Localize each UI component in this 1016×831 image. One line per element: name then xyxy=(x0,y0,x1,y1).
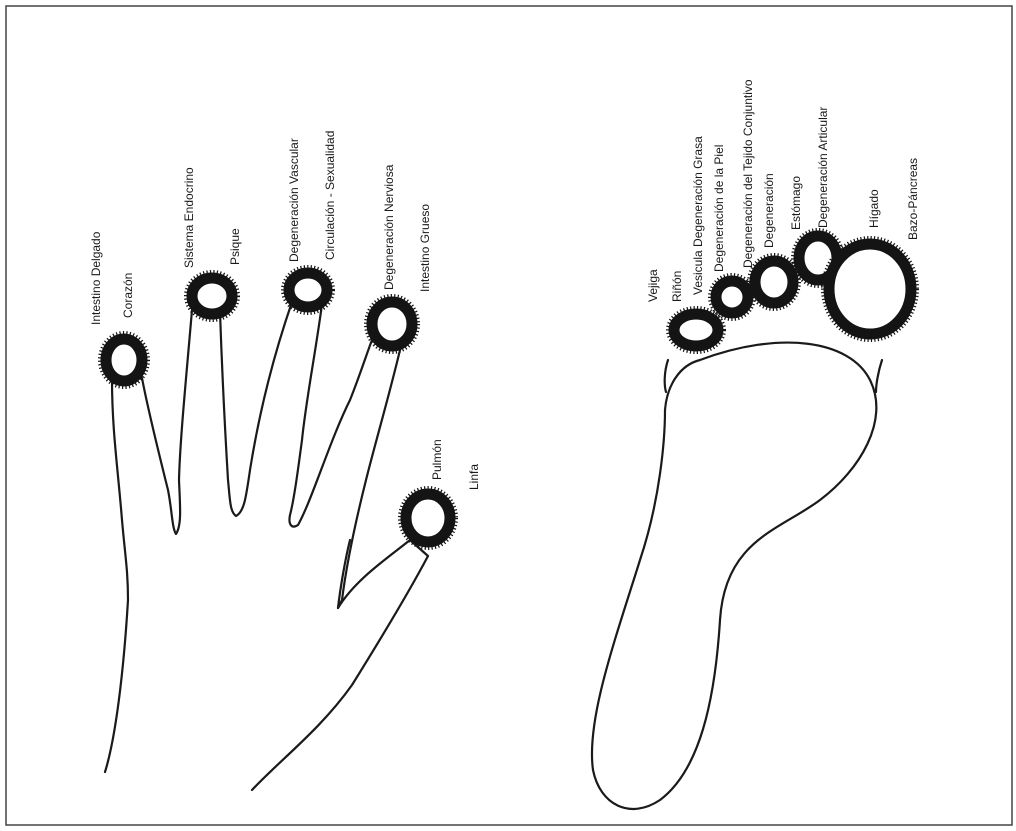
label-degeneracion-piel: Degeneración de la Piel xyxy=(712,145,726,272)
label-psique: Psique xyxy=(228,228,242,265)
foot-outline xyxy=(592,343,876,809)
foot-diagram: Vejiga Riñón Vesicula Degeneración Grasa… xyxy=(592,79,920,809)
label-degeneracion-tejido: Degeneración del Tejido Conjuntivo xyxy=(741,79,755,268)
label-intestino-grueso: Intestino Grueso xyxy=(418,204,432,292)
label-degeneracion-vascular: Degeneración Vascular xyxy=(287,138,301,262)
label-corazon: Corazón xyxy=(121,273,135,318)
hand-point-pulmon xyxy=(400,488,456,548)
label-rinon: Riñón xyxy=(670,271,684,302)
label-bazo-pancreas: Bazo-Páncreas xyxy=(906,158,920,240)
foot-side-stroke-left xyxy=(665,360,668,392)
label-intestino-delgado: Intestino Delgado xyxy=(89,231,103,325)
hand-point-degeneracion-nerviosa xyxy=(366,296,418,352)
foot-point-vejiga xyxy=(668,308,724,352)
label-vesicula-grasa: Vesicula Degeneración Grasa xyxy=(691,136,705,295)
foot-side-stroke-right xyxy=(876,360,882,392)
label-higado: Hígado xyxy=(867,189,881,228)
label-estomago: Estómago xyxy=(789,176,803,230)
hand-diagram: Intestino Delgado Corazón Sistema Endocr… xyxy=(89,131,481,790)
label-pulmon: Pulmón xyxy=(430,439,444,480)
foot-point-degeneracion xyxy=(749,255,799,309)
hand-point-psique xyxy=(186,272,238,320)
hand-point-corazon xyxy=(100,333,148,387)
label-vejiga: Vejiga xyxy=(646,269,660,302)
label-degeneracion-articular: Degeneración Articular xyxy=(816,107,830,228)
label-sistema-endocrino: Sistema Endocrino xyxy=(182,167,196,268)
label-degeneracion: Degeneración xyxy=(762,173,776,248)
page-border xyxy=(6,6,1012,825)
hand-outline xyxy=(105,302,428,790)
label-degeneracion-nerviosa: Degeneración Nerviosa xyxy=(382,164,396,290)
label-linfa: Linfa xyxy=(467,464,481,490)
label-circulacion-sexualidad: Circulación - Sexualidad xyxy=(323,131,337,260)
